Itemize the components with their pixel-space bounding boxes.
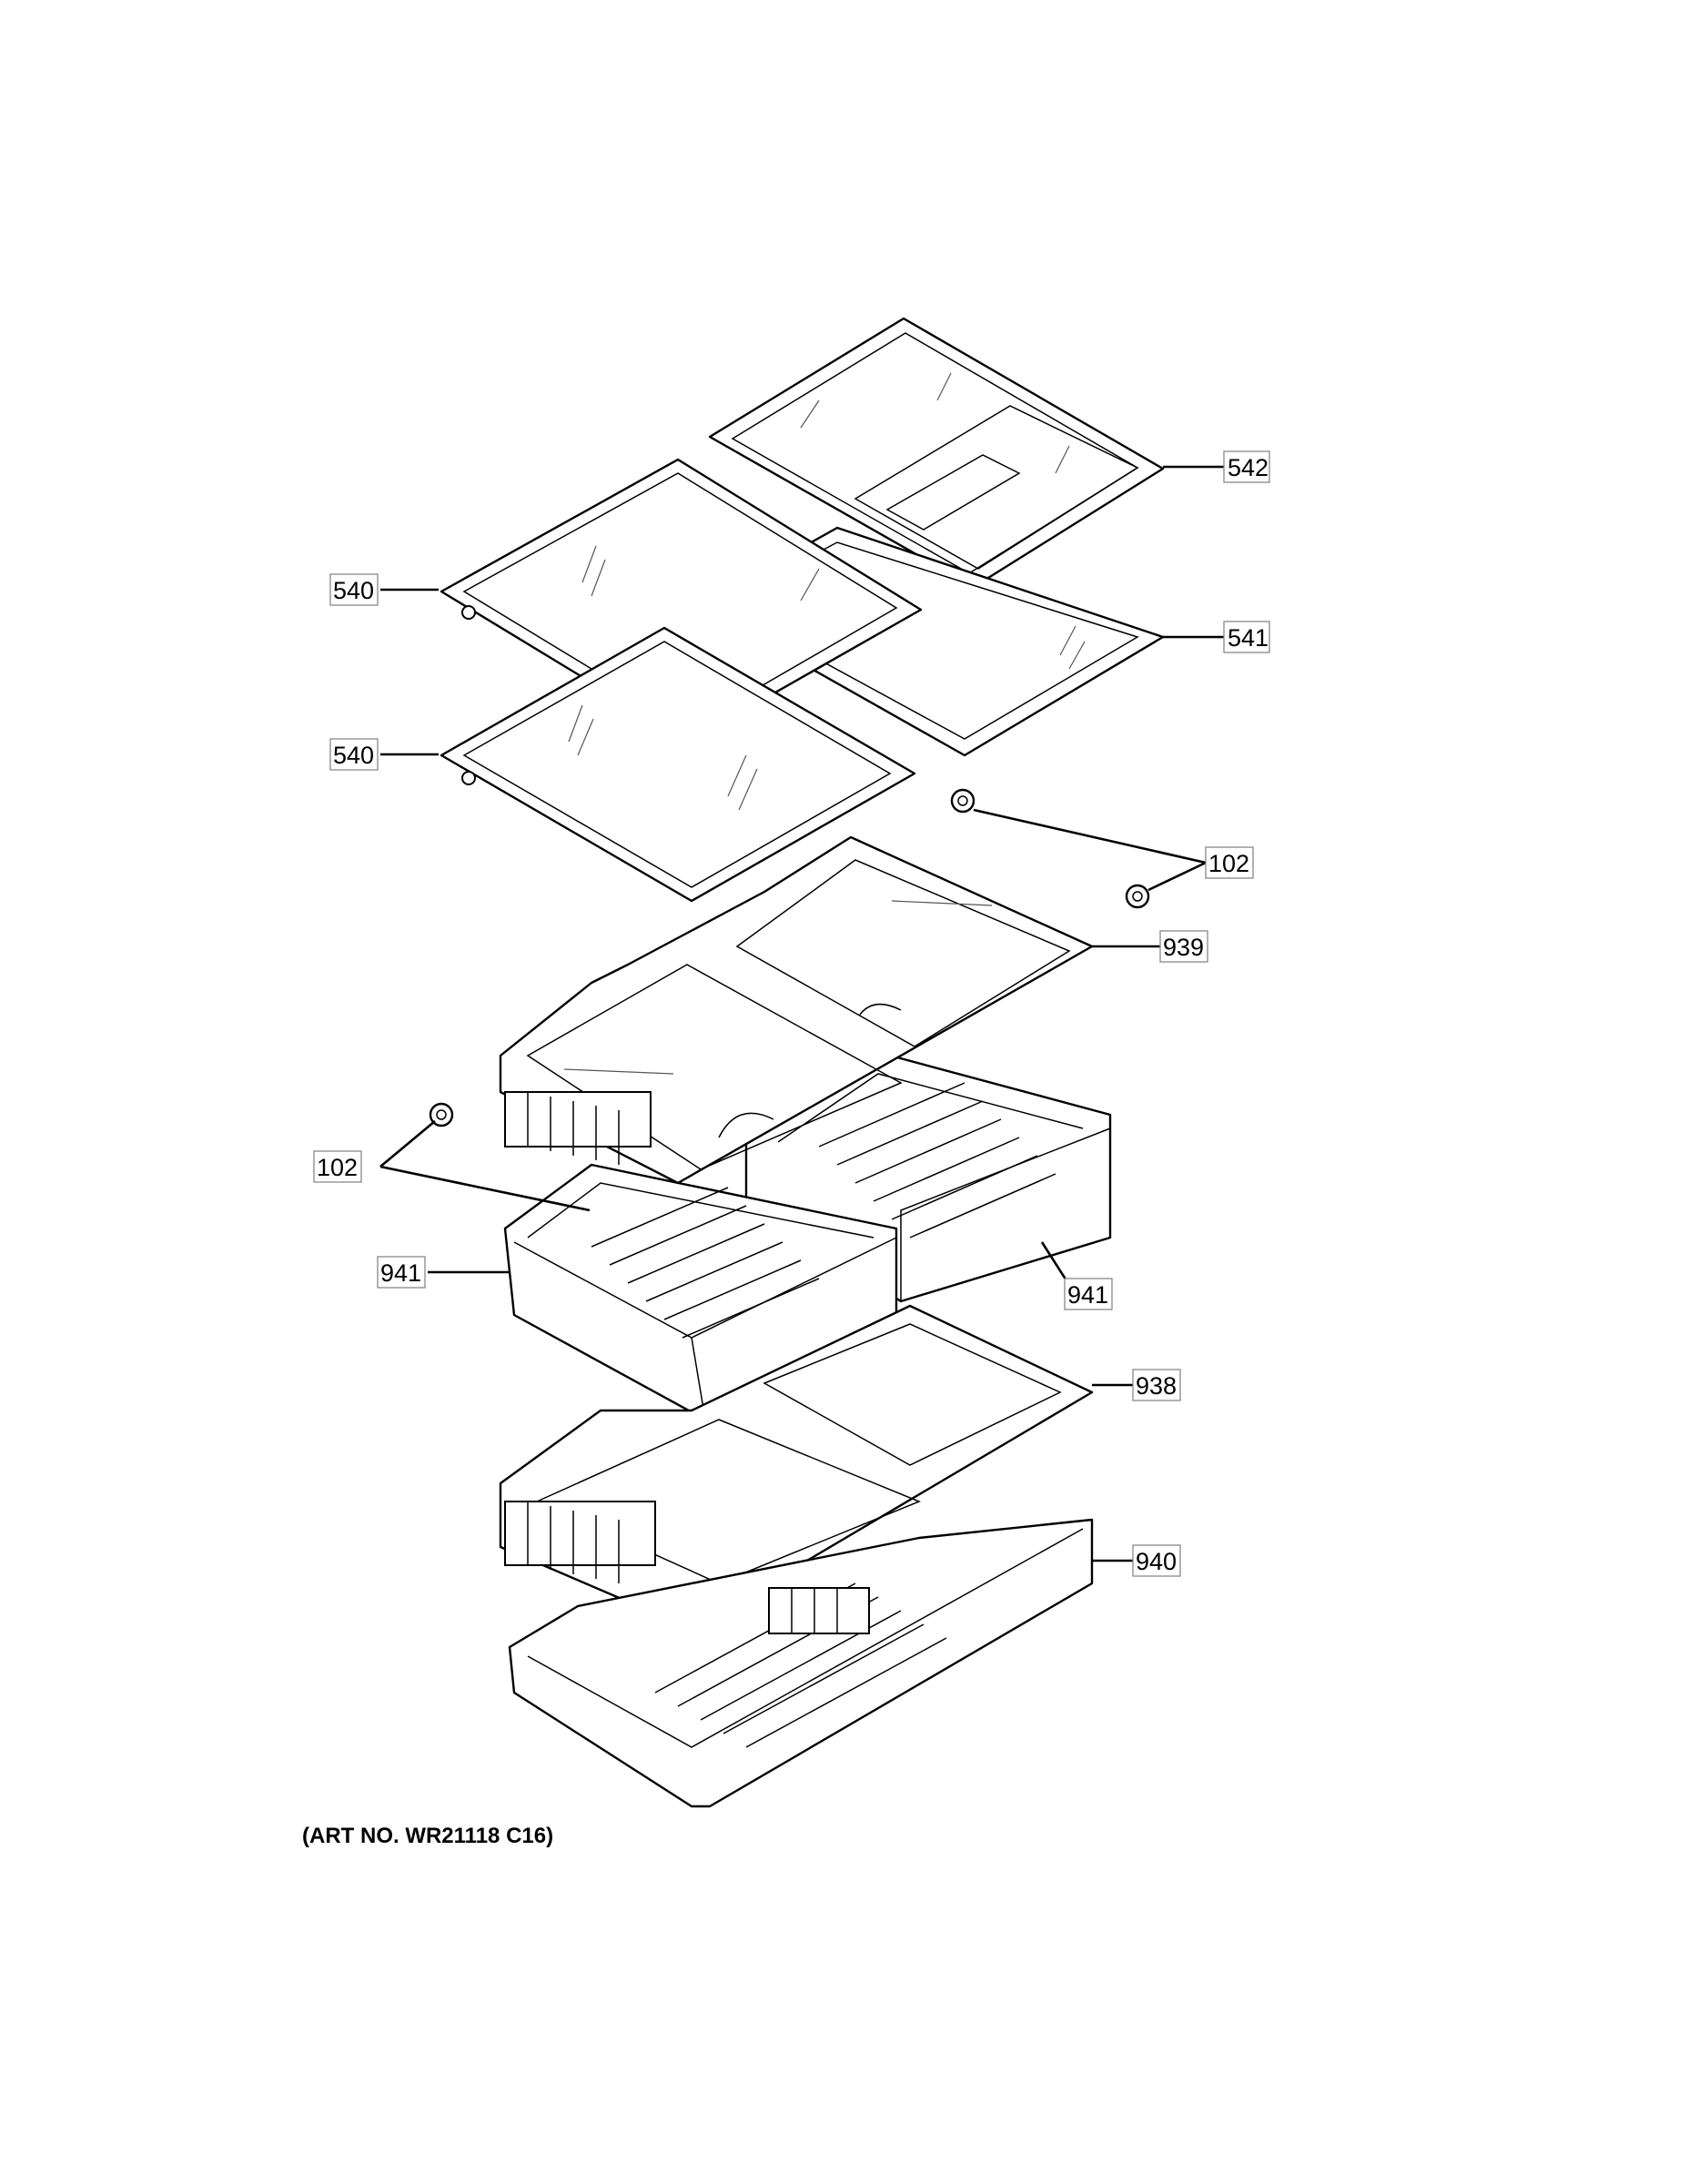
callout-542-text: 542 <box>1228 454 1269 481</box>
callout-940-text: 940 <box>1136 1548 1177 1575</box>
callout-102-left-text: 102 <box>317 1154 358 1181</box>
callout-102-left: 102 <box>313 1150 362 1183</box>
callout-541: 541 <box>1223 621 1270 653</box>
callout-941-right-text: 941 <box>1067 1281 1108 1309</box>
callout-540-upper-text: 540 <box>333 577 374 604</box>
frame-939 <box>499 835 1094 1185</box>
roller-102-mid <box>1125 884 1150 909</box>
drawer-940 <box>508 1518 1094 1808</box>
roller-102-top <box>950 788 975 814</box>
callout-542: 542 <box>1223 450 1270 483</box>
callout-102-right-text: 102 <box>1208 850 1249 877</box>
shelf-540-lower <box>440 626 916 903</box>
callout-102-right: 102 <box>1205 846 1254 879</box>
frame-938 <box>499 1304 1094 1631</box>
callout-941-right: 941 <box>1064 1278 1113 1310</box>
callout-541-text: 541 <box>1228 624 1269 652</box>
callout-939: 939 <box>1159 930 1208 963</box>
callout-940: 940 <box>1132 1544 1181 1577</box>
roller-102-left <box>429 1102 454 1127</box>
leader-lines <box>379 465 1224 1562</box>
callout-540-lower: 540 <box>329 738 379 771</box>
callout-939-text: 939 <box>1163 934 1204 961</box>
callout-941-left-text: 941 <box>380 1259 421 1287</box>
shelf-542 <box>708 317 1165 589</box>
callout-941-left: 941 <box>377 1256 426 1289</box>
callout-938-text: 938 <box>1136 1372 1177 1400</box>
callout-938: 938 <box>1132 1369 1181 1401</box>
art-number: (ART NO. WR21118 C16) <box>302 1824 554 1848</box>
callout-540-upper: 540 <box>329 573 379 606</box>
callout-540-lower-text: 540 <box>333 742 374 769</box>
